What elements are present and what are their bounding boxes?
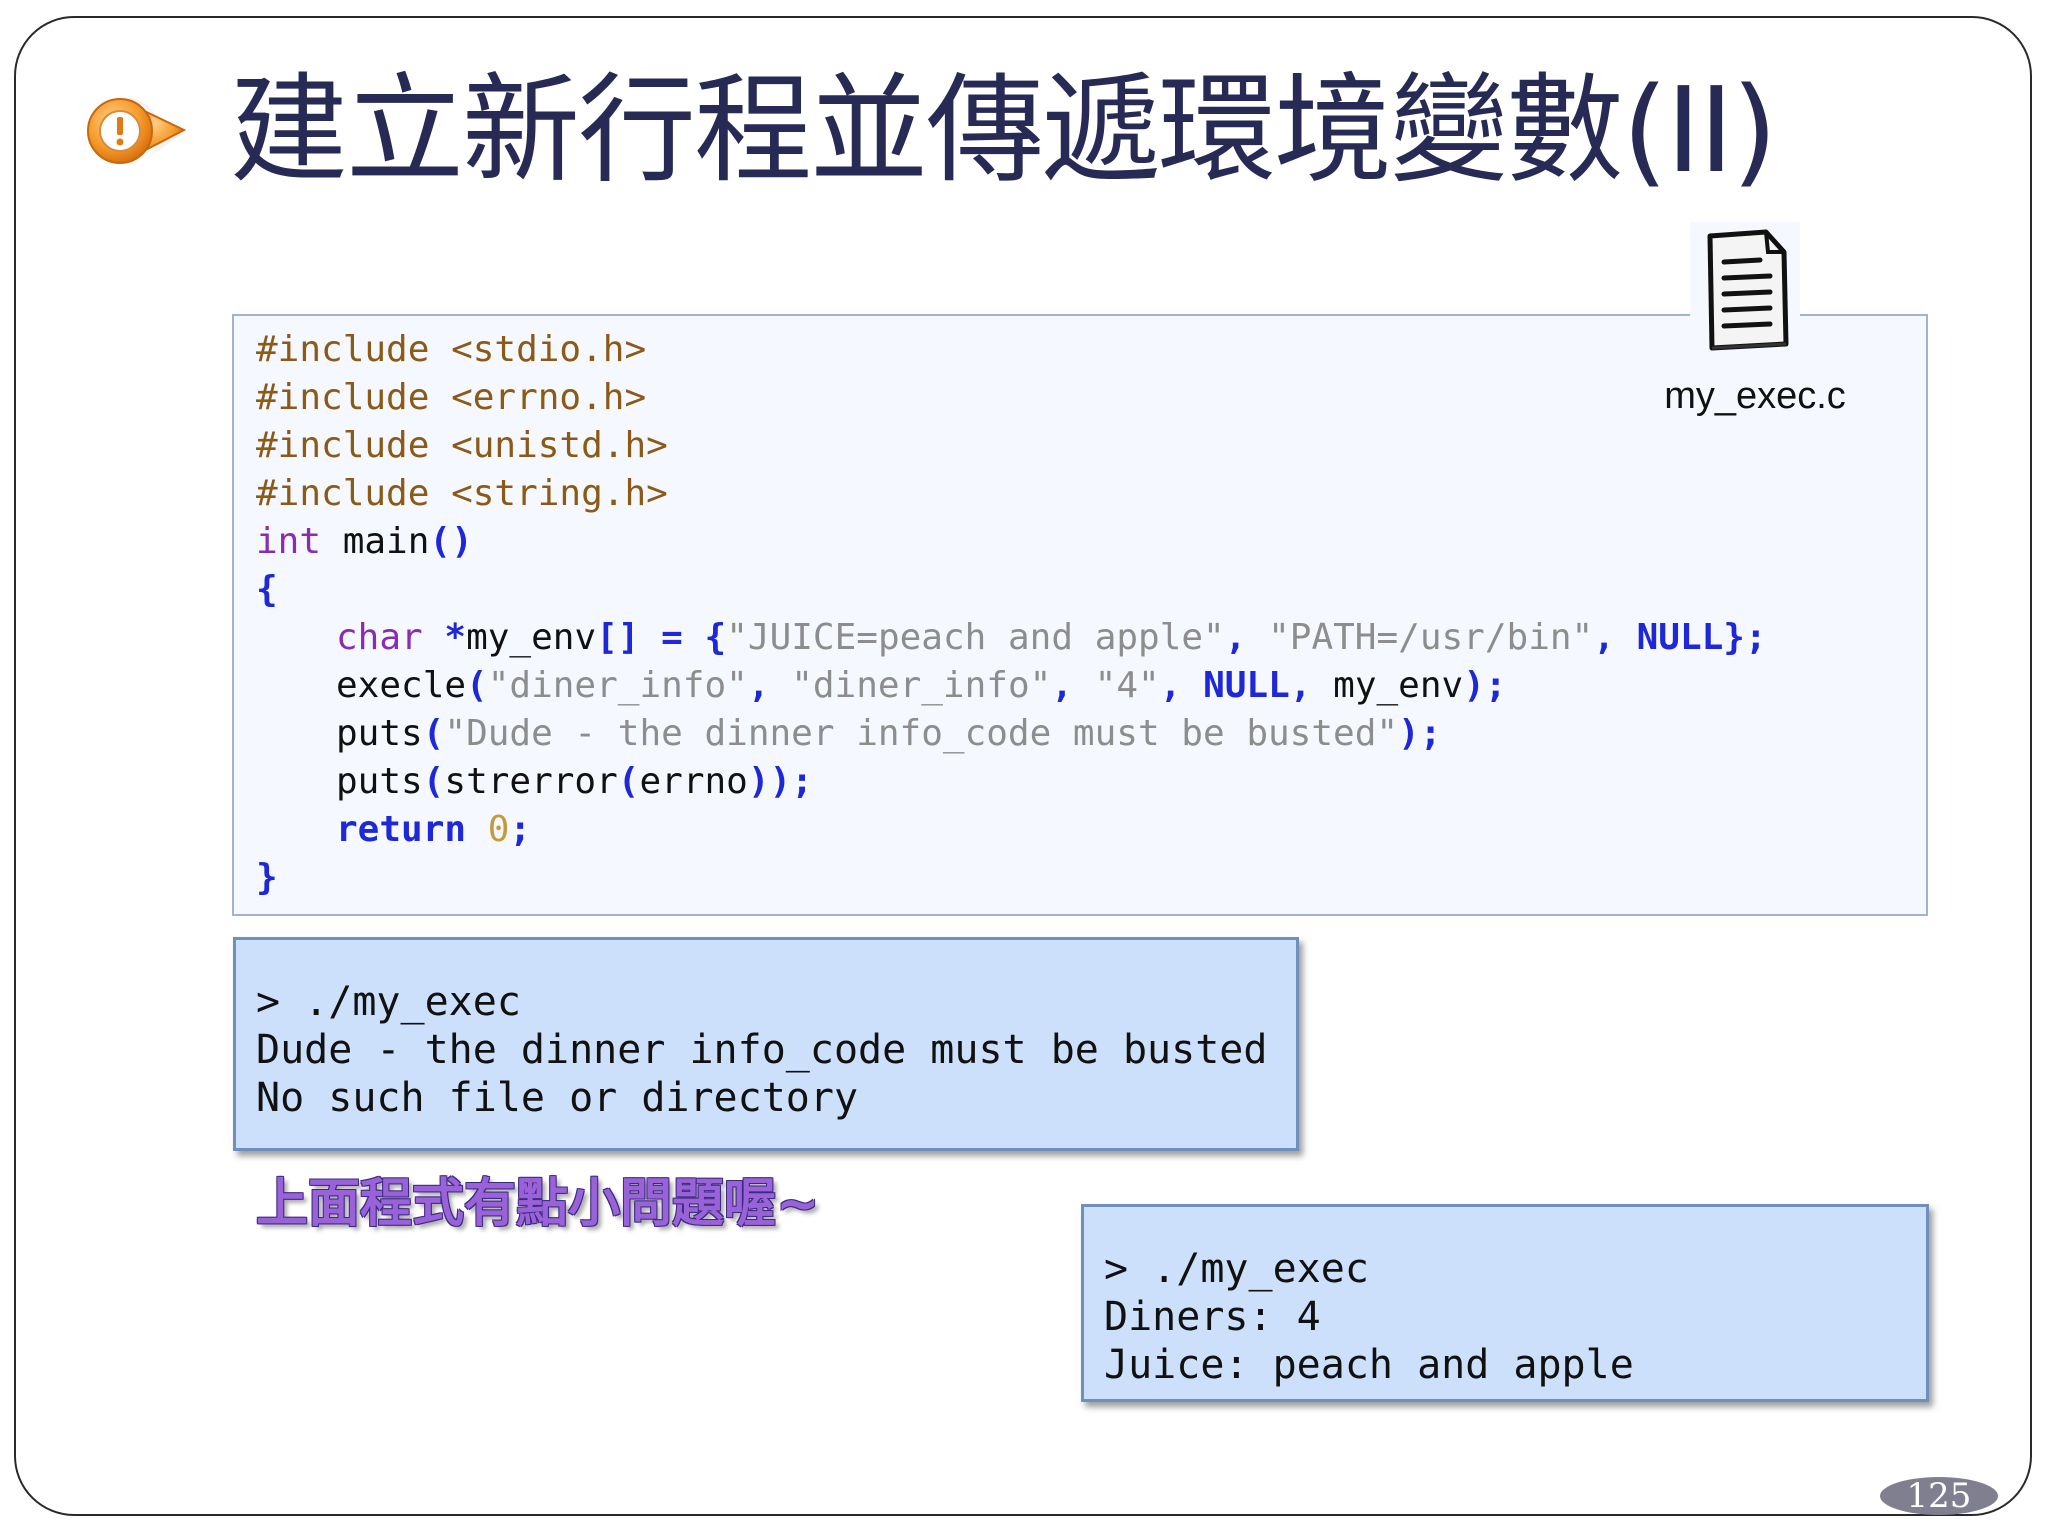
document-icon	[1690, 222, 1800, 358]
code-token: *	[444, 617, 467, 658]
code-token	[466, 809, 488, 850]
code-token: ;	[509, 809, 532, 850]
code-token: 0	[487, 809, 510, 850]
code-token: NULL	[1636, 617, 1724, 658]
page-number: 125	[1880, 1477, 1998, 1515]
code-listing: #include <stdio.h> #include <errno.h> #inc…	[232, 314, 1928, 916]
code-token: []	[596, 617, 640, 658]
code-line: {	[256, 566, 1767, 614]
code-token	[423, 617, 445, 658]
code-token	[683, 617, 705, 658]
code-token: ,	[1289, 665, 1312, 706]
code-token	[1073, 665, 1095, 706]
code-token: {	[704, 617, 727, 658]
code-token	[1181, 665, 1203, 706]
code-token: puts	[336, 761, 423, 802]
code-line: return 0;	[256, 806, 1767, 854]
code-token: (	[466, 665, 488, 706]
code-token: strerror	[444, 761, 618, 802]
terminal-line: No such file or directory	[256, 1075, 859, 1121]
filename-label: my_exec.c	[1664, 375, 1846, 417]
note-text: 上面程式有點小問題喔~	[256, 1174, 820, 1234]
code-token: =	[661, 617, 683, 658]
code-token: {	[256, 569, 278, 610]
page-title: 建立新行程並傳遞環境變數(II)	[230, 61, 1778, 199]
code-token: "Dude - the dinner info_code must be bus…	[444, 713, 1399, 754]
code-token: ,	[1593, 617, 1615, 658]
terminal-line: > ./my_exec	[256, 979, 521, 1025]
code-token: puts	[336, 713, 423, 754]
code-token: ()	[429, 521, 473, 562]
code-token: );	[1463, 665, 1507, 706]
code-line: int main()	[256, 518, 1767, 566]
code-token	[770, 665, 792, 706]
code-token	[1615, 617, 1637, 658]
terminal-line: Diners: 4	[1104, 1294, 1321, 1340]
code-token: "diner_info"	[791, 665, 1052, 706]
code-token: char	[336, 617, 423, 658]
code-token	[1246, 617, 1268, 658]
code-line: }	[256, 854, 1767, 902]
code-token	[639, 617, 661, 658]
code-line: #include <stdio.h>	[256, 326, 1767, 374]
code-token: NULL	[1203, 665, 1290, 706]
terminal-line: > ./my_exec	[1104, 1246, 1369, 1292]
code-token: #include <errno.h>	[256, 377, 647, 418]
code-line: #include <string.h>	[256, 470, 1767, 518]
code-token: ,	[747, 665, 770, 706]
terminal-line: Dude - the dinner info_code must be bust…	[256, 1027, 1268, 1073]
code-token: errno	[639, 761, 748, 802]
code-token: return	[336, 809, 467, 850]
code-token: ,	[1051, 665, 1073, 706]
code-token: #include <string.h>	[256, 473, 668, 514]
source-code: #include <stdio.h> #include <errno.h> #inc…	[256, 326, 1767, 902]
code-token: ,	[1159, 665, 1182, 706]
warning-callout-icon	[82, 92, 190, 172]
code-line: execle("diner_info", "diner_info", "4", …	[256, 662, 1767, 710]
code-line: char *my_env[] = {"JUICE=peach and apple…	[256, 614, 1767, 662]
code-token: "PATH=/usr/bin"	[1268, 617, 1594, 658]
code-token: };	[1723, 617, 1767, 658]
code-token: }	[256, 857, 278, 898]
code-line: puts("Dude - the dinner info_code must b…	[256, 710, 1767, 758]
code-token: my_env	[466, 617, 597, 658]
code-token: ,	[1224, 617, 1247, 658]
code-token: int	[256, 521, 322, 562]
code-token: my_env	[1311, 665, 1464, 706]
code-line: puts(strerror(errno));	[256, 758, 1767, 806]
code-line: #include <unistd.h>	[256, 422, 1767, 470]
code-token: "diner_info"	[487, 665, 748, 706]
code-line: #include <errno.h>	[256, 374, 1767, 422]
code-token: main	[321, 521, 430, 562]
code-token: (	[422, 761, 445, 802]
code-token: ));	[747, 761, 813, 802]
code-token: (	[422, 713, 445, 754]
code-token: #include <unistd.h>	[256, 425, 668, 466]
code-token: "JUICE=peach and apple"	[726, 617, 1225, 658]
terminal-line: Juice: peach and apple	[1104, 1342, 1634, 1388]
code-token: );	[1398, 713, 1442, 754]
code-token: (	[617, 761, 640, 802]
code-token: #include <stdio.h>	[256, 329, 647, 370]
code-token: execle	[336, 665, 467, 706]
code-token: "4"	[1094, 665, 1160, 706]
